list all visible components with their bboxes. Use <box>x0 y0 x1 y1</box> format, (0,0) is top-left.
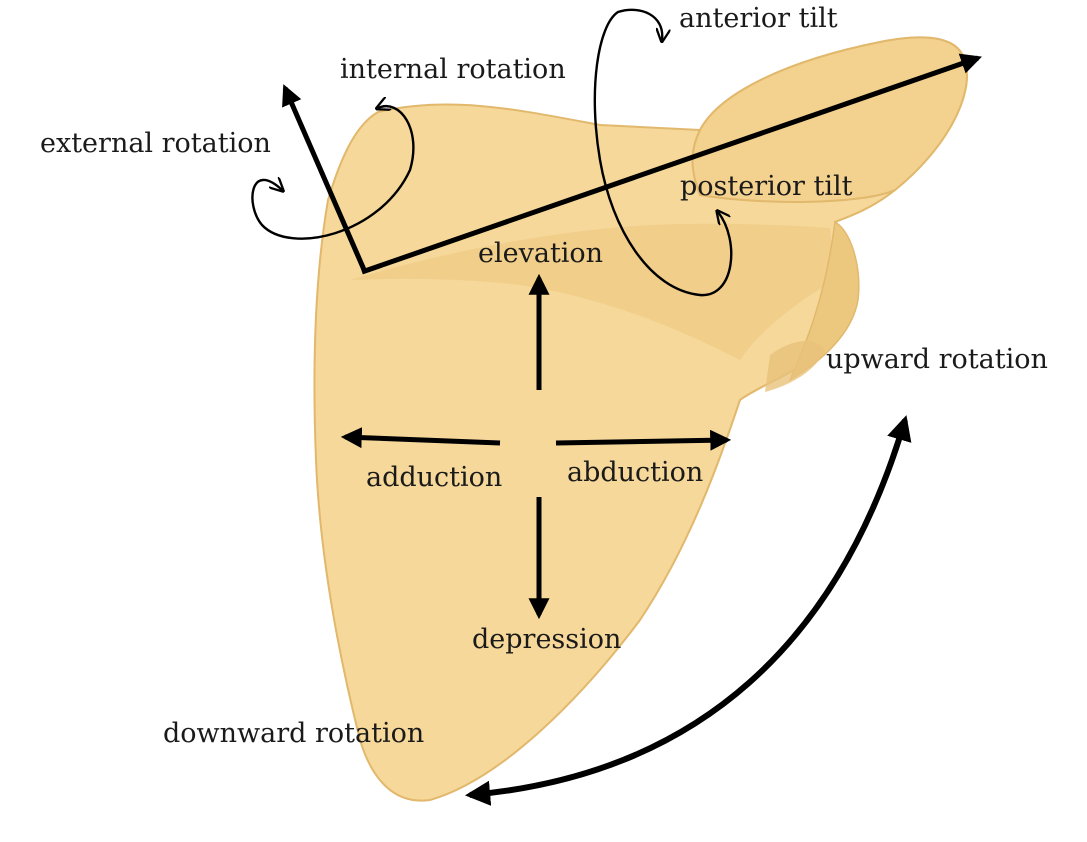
upward-downward-rotation-arrow <box>464 415 912 806</box>
abduction-arrow <box>555 429 732 451</box>
rotation-arrows <box>251 8 912 806</box>
label-abduction: abduction <box>567 457 703 488</box>
label-depression: depression <box>472 624 621 655</box>
glenoid-edge <box>765 340 825 392</box>
label-adduction: adduction <box>366 462 502 493</box>
coracoid-process <box>788 220 860 382</box>
label-internal-rotation: internal rotation <box>340 54 566 85</box>
label-posterior-tilt: posterior tilt <box>680 171 853 202</box>
internal-external-rotation-arrow <box>251 106 415 240</box>
scapula-spine-ridge <box>350 223 835 360</box>
label-upward-rotation: upward rotation <box>826 344 1048 375</box>
label-downward-rotation: downward rotation <box>163 718 424 749</box>
label-anterior-tilt: anterior tilt <box>679 3 838 34</box>
label-elevation: elevation <box>478 238 603 269</box>
label-external-rotation: external rotation <box>40 128 271 159</box>
anterior-posterior-tilt-arrow <box>593 8 733 297</box>
motion-labels: anterior tilt internal rotation external… <box>40 3 1048 749</box>
